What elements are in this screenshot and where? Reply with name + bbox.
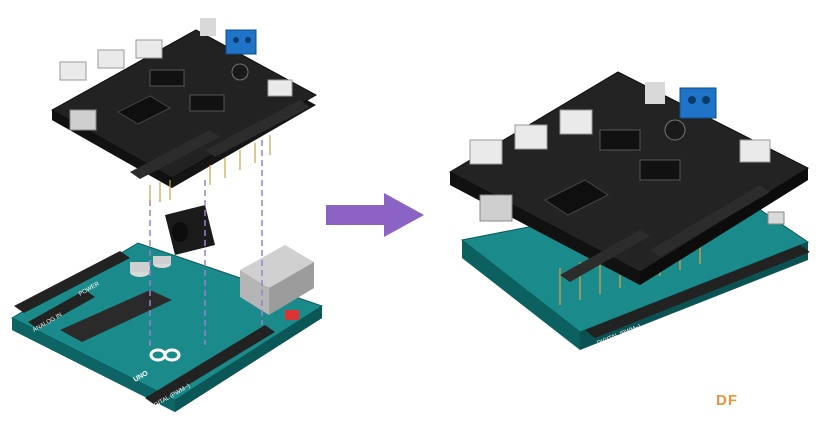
alignment-guide-lines xyxy=(149,140,263,350)
stacking-diagram: POWER ANALOG IN UNO DIGITAL (PWM~) xyxy=(10,18,324,412)
watermark-logo: DF xyxy=(716,392,738,409)
shield-board xyxy=(50,18,318,205)
arduino-uno-board: POWER ANALOG IN UNO DIGITAL (PWM~) xyxy=(10,205,324,412)
right-arrow-icon xyxy=(326,193,424,237)
assembled-stack: DIGITAL (PWM~) xyxy=(448,71,810,350)
